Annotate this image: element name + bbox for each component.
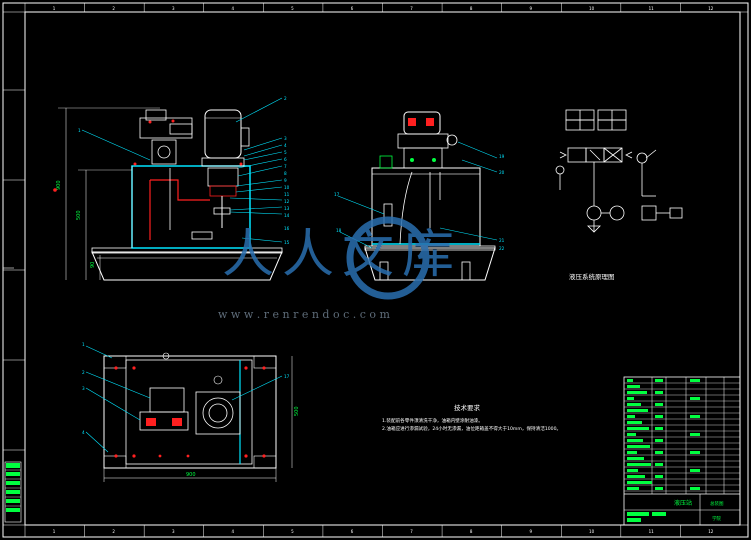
grid-label-top: 2 [112,6,115,11]
part-balloon: 11 [284,192,290,197]
grid-label-bottom: 1 [53,529,56,534]
svg-text:90: 90 [90,262,96,268]
part-balloon: 20 [499,170,505,175]
part-balloon: 8 [284,171,287,176]
grid-label-top: 11 [649,6,655,11]
part-balloon: 2 [284,96,287,101]
part-balloon: 19 [499,154,505,159]
part-balloon: 14 [284,213,290,218]
part-balloon: 18 [336,228,342,233]
part-balloon: 3 [284,136,287,141]
part-balloon: 4 [82,430,85,435]
grid-label-bottom: 12 [708,529,714,534]
front-view: 900 500 90 [53,96,290,281]
grid-label-top: 12 [708,6,714,11]
watermark: 人人文库 w w w . r e n r e n d o c . c o m [218,216,462,321]
svg-text:900: 900 [56,180,62,190]
grid-label-top: 8 [470,6,473,11]
part-balloon: 6 [284,157,287,162]
revision-table [4,461,22,523]
tech-req-line-1: 1.装配前各零件须清洗干净，油箱内壁涂耐油漆。 [382,417,483,424]
grid-label-top: 7 [410,6,413,11]
title-block-drawing-no: 总装图 [710,500,724,507]
part-balloon: 21 [499,238,505,243]
grid-label-bottom: 11 [649,529,655,534]
grid-label-bottom: 3 [172,529,175,534]
grid-label-top: 1 [53,6,56,11]
schematic-caption: 液压系统原理图 [569,272,615,281]
technical-requirements: 技术要求 1.装配前各零件须清洗干净，油箱内壁涂耐油漆。 2.油箱应进行渗漏试验… [382,403,561,432]
grid-label-bottom: 5 [291,529,294,534]
part-balloon: 2 [82,370,85,375]
part-balloon: 17 [334,192,340,197]
part-balloon: 13 [284,206,290,211]
watermark-url: w w w . r e n r e n d o c . c o m [218,308,390,321]
part-balloon: 7 [284,164,287,169]
part-balloon: 4 [284,143,287,148]
grid-label-bottom: 8 [470,529,473,534]
grid-label-top: 5 [291,6,294,11]
tech-req-title: 技术要求 [454,403,481,412]
grid-label-bottom: 2 [112,529,115,534]
grid-label-top: 4 [232,6,235,11]
hydraulic-schematic [555,109,683,233]
grid-label-top: 3 [172,6,175,11]
grid-label-bottom: 10 [589,529,595,534]
grid-label-bottom: 6 [351,529,354,534]
side-view-balloons: 17 18 19 20 21 22 [334,154,505,251]
title-block-school: 学院 [712,515,721,522]
top-view-balloons: 1 2 3 4 17 [82,342,290,435]
part-balloon: 15 [284,240,290,245]
part-balloon: 16 [284,226,290,231]
watermark-text: 人人文库 [222,225,462,285]
part-balloon: 1 [82,342,85,347]
title-block-name: 液压站 [674,499,692,507]
grid-label-bottom: 7 [410,529,413,534]
title-block: 液压站 总装图 学院 [623,376,741,526]
grid-label-bottom: 4 [232,529,235,534]
part-balloon: 5 [284,150,287,155]
svg-text:500: 500 [76,210,82,220]
part-balloon: 3 [82,386,85,391]
part-balloon: 10 [284,185,290,190]
part-balloon: 17 [284,374,290,379]
svg-text:900: 900 [186,472,196,478]
part-balloon: 1 [78,128,81,133]
grid-label-bottom: 9 [529,529,532,534]
part-balloon: 22 [499,246,505,251]
part-balloon: 9 [284,178,287,183]
top-view: 900 500 1 2 3 4 17 [82,342,300,482]
grid-label-top: 6 [351,6,354,11]
svg-text:500: 500 [294,406,300,416]
part-balloon: 12 [284,199,290,204]
grid-label-top: 9 [529,6,532,11]
grid-label-top: 10 [589,6,595,11]
tech-req-line-2: 2.油箱应进行渗漏试验，24小时无渗漏，油位距箱盖不得大于10mm，保持清洁10… [382,425,561,432]
